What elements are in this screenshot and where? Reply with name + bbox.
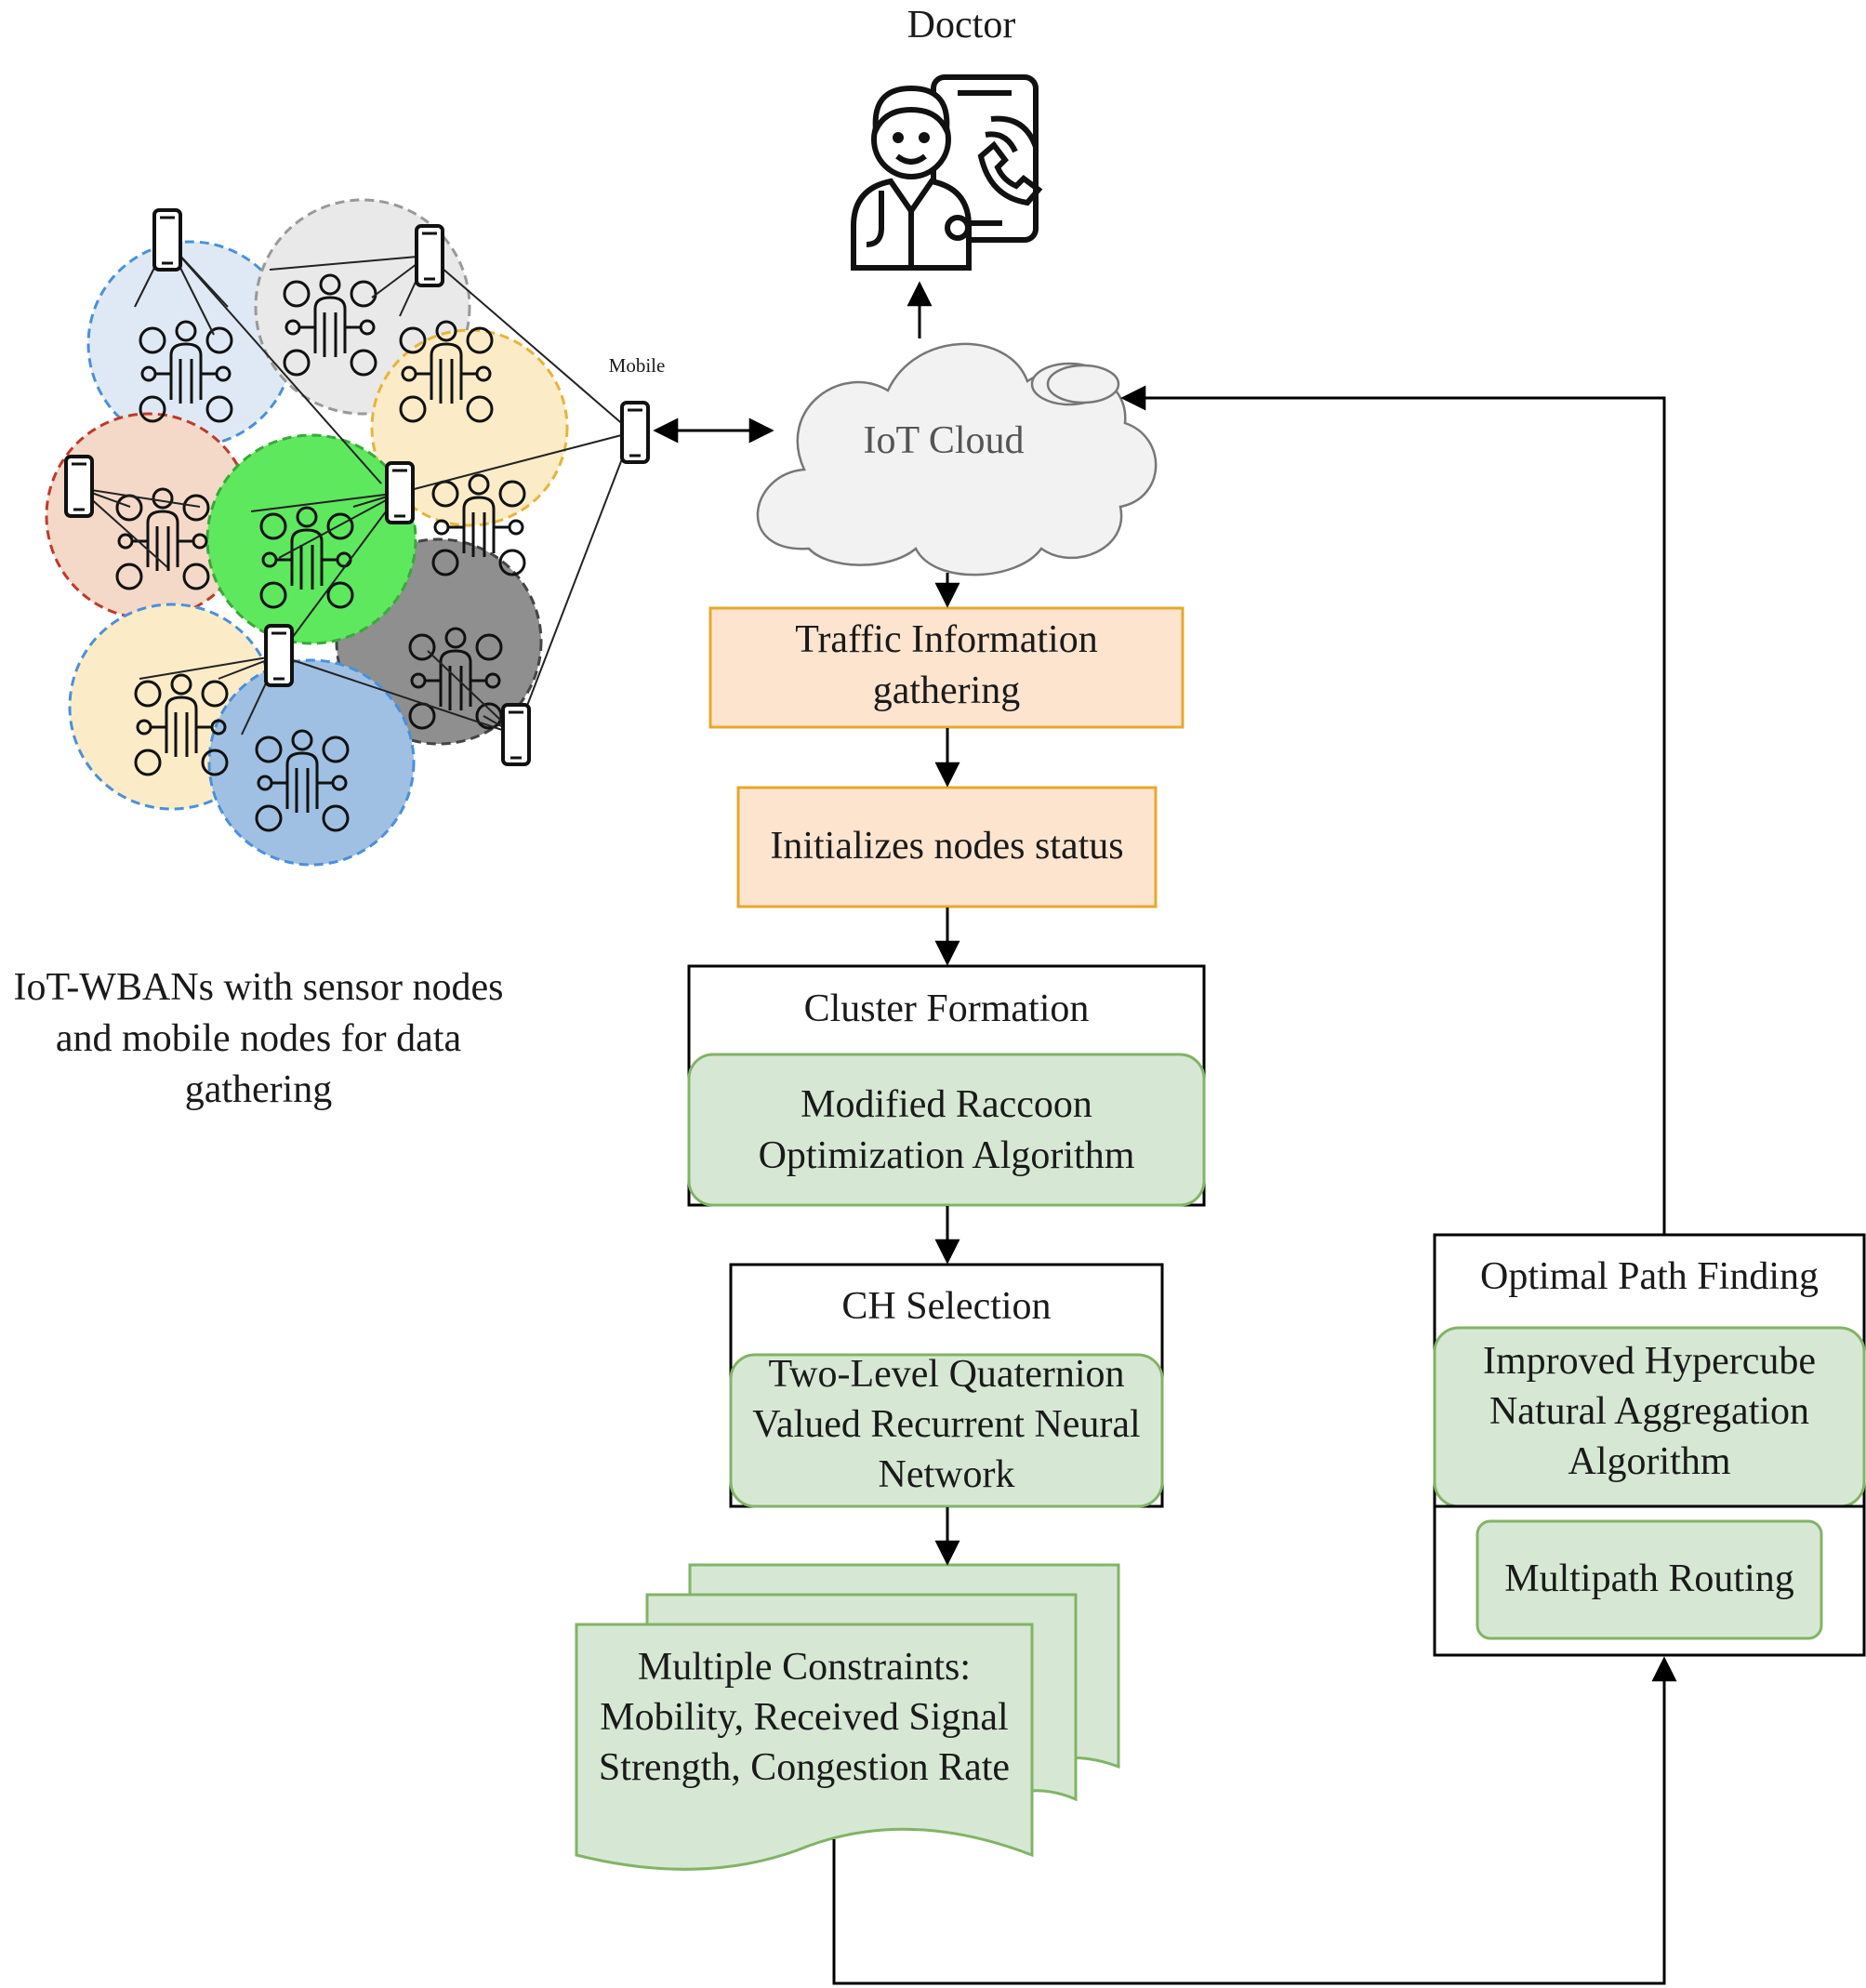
traffic-label: Traffic Information — [795, 618, 1098, 661]
wban-cluster-orange — [370, 328, 569, 527]
cloud-label: IoT Cloud — [863, 419, 1025, 462]
connectors — [653, 281, 1677, 1985]
path-algo-label: Natural Aggregation — [1489, 1390, 1810, 1433]
constraints-label: Strength, Congestion Rate — [598, 1746, 1011, 1789]
ch-algo-label: Network — [878, 1453, 1015, 1496]
mobile-phone-icon — [64, 455, 94, 518]
cluster-algo-label: Optimization Algorithm — [758, 1134, 1135, 1177]
cluster-title: Cluster Formation — [803, 987, 1090, 1030]
ch-algo-label: Valued Recurrent Neural — [752, 1403, 1141, 1446]
wban-caption-line: IoT-WBANs with sensor nodes — [13, 966, 504, 1009]
ch-algo-box — [729, 1353, 1164, 1508]
mobile-phone-icon — [620, 401, 650, 464]
init-label: Initializes nodes status — [770, 825, 1124, 868]
routing-label: Multipath Routing — [1504, 1557, 1794, 1600]
mobile-phone-icon — [415, 224, 444, 287]
constraints-label: Mobility, Received Signal — [600, 1696, 1009, 1739]
doctor-label: Doctor — [907, 4, 1016, 46]
wban-network-illustration — [45, 198, 633, 867]
wban-caption-line: gathering — [184, 1068, 333, 1111]
path-algo-label: Improved Hypercube — [1482, 1340, 1817, 1383]
mobile-label: Mobile — [608, 354, 666, 377]
doctor-phone-icon — [851, 74, 1043, 271]
cluster-algo-box — [687, 1053, 1206, 1207]
constraints-label: Multiple Constraints: — [637, 1646, 972, 1689]
routing-box — [1476, 1519, 1823, 1640]
mobile-phone-icon — [152, 208, 182, 272]
mobile-phone-icon — [264, 624, 294, 687]
init-box — [736, 786, 1158, 908]
traffic-label: gathering — [872, 669, 1021, 712]
path-algo-label: Algorithm — [1568, 1440, 1731, 1483]
path-title: Optimal Path Finding — [1479, 1255, 1819, 1298]
wban-caption-line: and mobile nodes for data — [55, 1017, 462, 1060]
ch-algo-label: Two-Level Quaternion — [768, 1353, 1125, 1396]
cluster-algo-label: Modified Raccoon — [801, 1083, 1092, 1126]
cloud-icon — [756, 342, 1158, 577]
traffic-box — [708, 606, 1184, 729]
ch-title: CH Selection — [841, 1285, 1052, 1328]
constraints-document — [575, 1563, 1120, 1871]
wban-cluster-blue2 — [207, 658, 416, 867]
mobile-phone-icon — [385, 461, 415, 524]
wban-cluster-green — [205, 433, 417, 645]
mobile-phone-icon — [501, 703, 531, 766]
